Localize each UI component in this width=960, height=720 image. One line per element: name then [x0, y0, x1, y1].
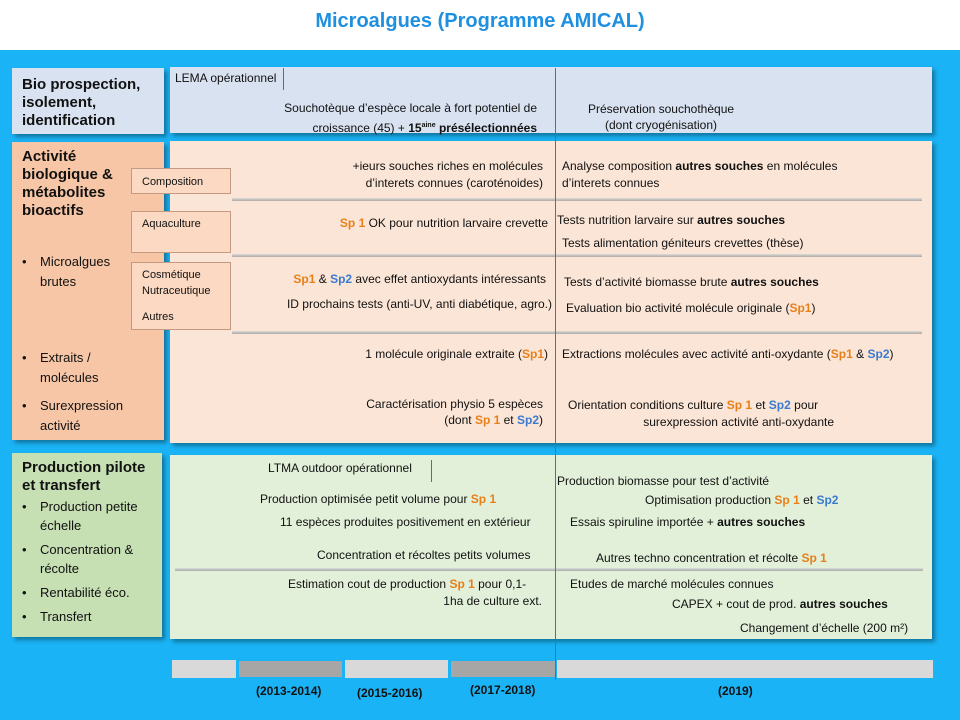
sub-label-nutraceutique: Nutraceutique: [142, 285, 211, 297]
cosmetique-left-1: Sp1 & Sp2 avec effet antioxydants intére…: [293, 272, 546, 286]
bio-left-text-2: croissance (45) + 15aine présélectionnée…: [312, 121, 537, 135]
composition-left-1: +ieurs souches riches en molécules: [352, 159, 543, 173]
year-label-2017-2018: (2017-2018): [470, 683, 536, 697]
current-period-line: [555, 68, 556, 680]
composition-right-1: Analyse composition autres souches en mo…: [562, 159, 838, 173]
aquaculture-right-2: Tests alimentation géniteurs crevettes (…: [562, 236, 804, 250]
production-left-5: 1ha de culture ext.: [443, 594, 542, 608]
bio-section-title: Bio prospection, isolement, identificati…: [22, 76, 141, 129]
production-bullet-4: Transfert: [22, 607, 150, 626]
aquaculture-left: Sp 1 OK pour nutrition larvaire crevette: [339, 216, 548, 230]
sub-label-autres: Autres: [142, 311, 174, 323]
production-right-1: Production biomasse pour test d’activité: [557, 474, 770, 488]
sub-category-cosmetique: Cosmétique Nutraceutique Autres: [131, 262, 231, 330]
production-bullet-1: Production petite échelle: [22, 497, 150, 535]
row-divider: [232, 198, 922, 201]
cosmetique-right-1: Tests d’activité biomasse brute autres s…: [564, 275, 819, 289]
year-label-2015-2016: (2015-2016): [357, 686, 423, 700]
surexpression-left-2: (dont Sp 1 et Sp2): [444, 413, 543, 427]
production-bullet-3: Rentabilité éco.: [22, 583, 160, 602]
timeline-segment-2013-2014: [239, 661, 342, 677]
timeline-segment-2013-2014-a: [172, 660, 236, 678]
activite-bullet-1: Microalgues brutes: [22, 252, 140, 292]
production-bullet-2: Concentration & récolte: [22, 540, 150, 578]
production-right-2: Optimisation production Sp 1 et Sp2: [645, 493, 839, 507]
activite-content-panel: [170, 141, 932, 443]
row-divider: [175, 568, 923, 571]
production-right-6: CAPEX + cout de prod. autres souches: [672, 597, 888, 611]
activite-bullet-2: Extraits / molécules: [22, 348, 140, 388]
timeline-segment-2019: [557, 660, 933, 678]
bio-left-text-1: Souchotèque d’espèce locale à fort poten…: [284, 101, 537, 115]
year-label-2013-2014: (2013-2014): [256, 684, 322, 698]
production-right-3: Essais spiruline importée + autres souch…: [570, 515, 806, 529]
page-title: Microalgues (Programme AMICAL): [315, 10, 645, 32]
activite-section-title: Activité biologique & métabolites bioact…: [22, 148, 113, 219]
cosmetique-right-2: Evaluation bio activité molécule origina…: [566, 301, 816, 315]
bio-right-text-1: Préservation souchothèque: [587, 102, 735, 116]
row-divider: [232, 254, 922, 257]
timeline-segment-2017-2018: [451, 661, 555, 677]
extraits-left: 1 molécule originale extraite (Sp1): [365, 347, 548, 361]
row-divider: [232, 331, 922, 334]
production-section-title: Production pilote et transfert: [22, 459, 146, 494]
bio-label-box: Bio prospection, isolement, identificati…: [12, 68, 164, 134]
extraits-right: Extractions molécules avec activité anti…: [562, 347, 894, 361]
production-right-4: Autres techno concentration et récolte S…: [596, 551, 827, 565]
surexpression-right-2: surexpression activité anti-oxydante: [643, 415, 834, 429]
year-label-2019: (2019): [718, 684, 753, 698]
bio-right-text-2: (dont cryogénisation): [604, 118, 718, 132]
activite-bullet-3: Surexpression activité: [22, 396, 140, 436]
lema-status: LEMA opérationnel: [175, 71, 277, 85]
lema-milestone-marker: [283, 68, 284, 90]
production-right-5: Etudes de marché molécules connues: [570, 577, 774, 591]
cosmetique-left-2: ID prochains tests (anti-UV, anti diabét…: [286, 297, 552, 311]
production-right-7: Changement d’échelle (200 m²): [740, 621, 909, 635]
production-left-1: Production optimisée petit volume pour S…: [260, 492, 497, 506]
ltma-status: LTMA outdoor opérationnel: [268, 461, 412, 475]
bio-content-panel: [170, 67, 932, 133]
surexpression-left-1: Caractérisation physio 5 espèces: [366, 397, 543, 411]
composition-right-2: d’interets connues: [562, 176, 660, 190]
production-left-4: Estimation cout de production Sp 1 pour …: [288, 577, 527, 591]
production-left-2: 11 espèces produites positivement en ext…: [280, 515, 531, 529]
aquaculture-right-1: Tests nutrition larvaire sur autres souc…: [557, 213, 786, 227]
production-label-box: Production pilote et transfert Productio…: [12, 453, 162, 637]
sub-category-composition: Composition: [131, 168, 231, 194]
surexpression-right-1: Orientation conditions culture Sp 1 et S…: [568, 398, 819, 412]
timeline-segment-2015-2016: [345, 660, 448, 678]
sub-category-aquaculture: Aquaculture: [131, 211, 231, 253]
production-content-panel: [170, 455, 932, 639]
sub-label-cosmetique: Cosmétique: [142, 269, 201, 281]
composition-left-2: d’interets connues (caroténoides): [365, 176, 543, 190]
production-left-3: Concentration et récoltes petits volumes: [317, 548, 531, 562]
ltma-milestone-marker: [431, 460, 432, 482]
